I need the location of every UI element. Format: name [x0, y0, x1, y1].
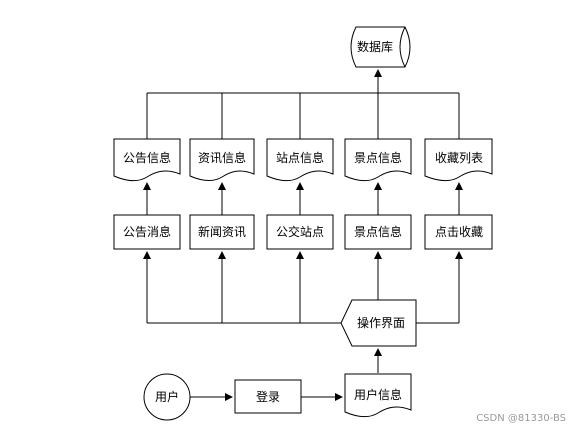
document-label: 公告信息	[123, 150, 171, 165]
document-node: 收藏列表	[424, 138, 493, 182]
login-node: 登录	[234, 379, 302, 414]
function-label: 新闻资讯	[198, 224, 246, 239]
top-connectors	[146, 69, 460, 139]
function-node: 点击收藏	[424, 214, 493, 250]
interface-bus	[143, 251, 463, 324]
document-node: 公告信息	[113, 138, 181, 182]
document-node: 资讯信息	[189, 138, 255, 182]
user-label: 用户	[155, 389, 179, 404]
function-node: 景点信息	[344, 214, 412, 250]
interface-label: 操作界面	[357, 315, 405, 330]
function-label: 景点信息	[354, 224, 402, 239]
user-node: 用户	[143, 373, 191, 421]
watermark-text: CSDN @81330-BS	[476, 413, 566, 424]
database-label: 数据库	[357, 39, 393, 54]
function-label: 点击收藏	[435, 225, 483, 239]
document-node: 站点信息	[266, 138, 334, 182]
interface-node: 操作界面	[340, 299, 417, 347]
function-label: 公告消息	[123, 224, 171, 239]
document-label: 站点信息	[276, 150, 324, 165]
function-node: 公交站点	[266, 214, 334, 250]
user-info-label: 用户信息	[354, 387, 402, 402]
function-node: 新闻资讯	[189, 214, 255, 250]
login-label: 登录	[256, 389, 280, 404]
document-label: 景点信息	[354, 150, 402, 165]
function-to-document-arrows	[143, 182, 463, 215]
user-info-node: 用户信息	[344, 373, 412, 418]
document-node: 景点信息	[344, 138, 412, 182]
document-label: 收藏列表	[435, 151, 483, 165]
function-node: 公告消息	[113, 214, 181, 250]
function-label: 公交站点	[276, 224, 324, 239]
database-node: 数据库	[350, 26, 411, 68]
document-label: 资讯信息	[198, 150, 246, 165]
